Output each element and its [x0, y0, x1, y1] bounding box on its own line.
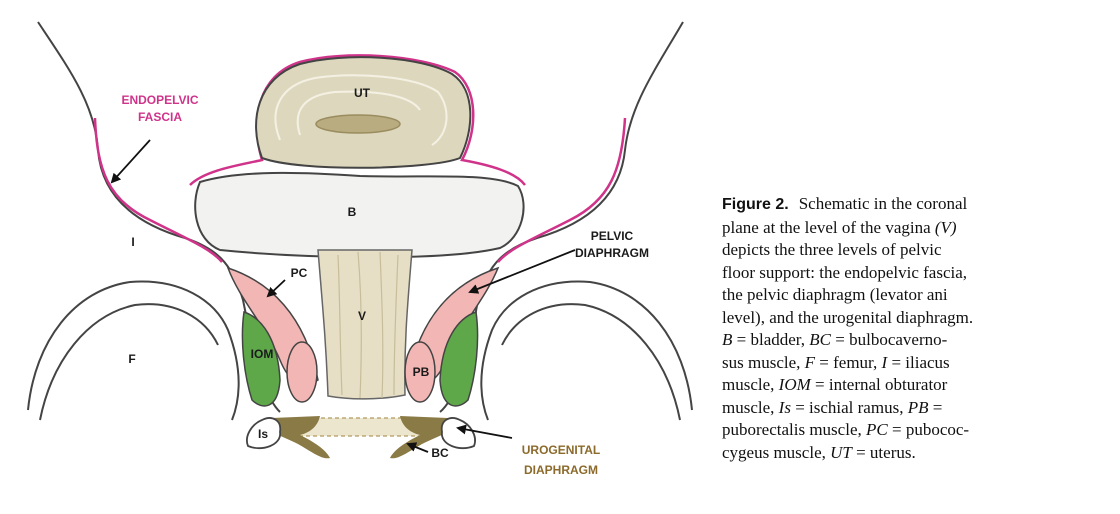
pc-arrow: [266, 279, 286, 298]
uterus-inner-1: [274, 74, 448, 146]
left-femur-inner: [39, 303, 219, 421]
figure-number: Figure 2.: [722, 196, 789, 213]
uterus-inner-2: [296, 90, 421, 136]
label-v: V: [358, 309, 366, 323]
label-iom: IOM: [251, 347, 274, 361]
left-femur: [27, 280, 240, 421]
label-f: F: [128, 352, 135, 366]
urogenital-membrane: [299, 417, 423, 437]
abbr-i: I: [881, 352, 888, 372]
abbr-bc-text: = bulbocaverno-: [831, 330, 948, 349]
obturator-right: [439, 311, 479, 407]
abbr-iom: IOM: [778, 375, 811, 394]
caption-line-4: floor support: the endopelvic fascia,: [722, 262, 968, 282]
bladder: [194, 171, 525, 259]
puborectalis-right: [404, 341, 436, 403]
abbr-is-text: = ischial ramus,: [790, 397, 908, 417]
abbr-pc: PC: [866, 420, 888, 439]
label-is: Is: [258, 427, 268, 441]
caption-line-1: Schematic in the coronal: [798, 194, 968, 213]
abbr-b: B: [722, 330, 733, 349]
abbr-pb-text-2: puborectalis muscle,: [722, 420, 866, 439]
abbr-bc: BC: [809, 330, 832, 349]
abbr-pc-text: = pubococ-: [887, 420, 970, 439]
uterus: [255, 56, 472, 169]
endopelvic-arrow: [110, 139, 151, 184]
abbr-b-text: = bladder,: [732, 330, 810, 349]
caption-line-6: level), and the urogenital diaphragm.: [722, 307, 974, 327]
puborectalis-left: [286, 341, 318, 403]
abbr-ut-text: = uterus.: [851, 442, 916, 462]
label-pc: PC: [291, 266, 308, 280]
abbr-pb-text: =: [928, 397, 943, 417]
caption-line-3: depicts the three levels of pelvic: [722, 240, 942, 259]
pelvic-floor-diagram: ENDOPELVIC FASCIA UT B I F PC V IOM PB I…: [27, 21, 693, 477]
abbr-f: F: [804, 352, 816, 372]
label-urogenital-1: UROGENITAL: [522, 443, 600, 457]
abbr-is: Is: [778, 397, 791, 417]
urogenital-right: [390, 416, 448, 459]
caption-line-2: plane at the level of the vagina: [722, 217, 935, 237]
uterus-cavity: [315, 114, 401, 134]
label-b: B: [348, 205, 357, 219]
endopelvic-fascia-top: [189, 54, 526, 186]
abbr-f-text: = femur,: [815, 352, 882, 372]
abbr-iom-text: = internal obturator: [810, 375, 948, 394]
abbr-bc-text-2: sus muscle,: [722, 352, 805, 372]
right-femur: [480, 280, 693, 421]
abbr-ut: UT: [830, 442, 852, 462]
right-femur-inner: [501, 303, 681, 421]
pelvic-diaphragm-arrow: [468, 249, 576, 294]
abbr-pb: PB: [907, 397, 929, 417]
ischial-ramus-left: [246, 417, 282, 450]
urogenital-arrow: [456, 424, 513, 439]
figure-caption: Figure 2. Schematic in the coronal plane …: [722, 193, 1102, 464]
caption-v: (V): [934, 217, 957, 237]
label-i: I: [131, 235, 134, 249]
abbr-i-text: = iliacus: [887, 352, 950, 372]
label-endopelvic-2: FASCIA: [138, 110, 182, 124]
label-pelvic-1: PELVIC: [591, 229, 634, 243]
label-pelvic-2: DIAPHRAGM: [575, 246, 649, 260]
urogenital-left: [272, 416, 330, 459]
endopelvic-fascia-right: [497, 117, 627, 263]
abbr-pc-text-2: cygeus muscle,: [722, 442, 831, 462]
vagina-folds: [337, 251, 399, 399]
obturator-left: [241, 311, 281, 407]
endopelvic-fascia-left: [93, 117, 223, 263]
label-ut: UT: [354, 86, 371, 100]
label-bc: BC: [431, 446, 449, 460]
abbr-iom-text-2: muscle,: [722, 397, 779, 417]
label-endopelvic-1: ENDOPELVIC: [121, 93, 198, 107]
abbr-i-text-2: muscle,: [722, 375, 779, 394]
ischial-ramus-right: [440, 417, 476, 450]
label-urogenital-2: DIAPHRAGM: [524, 463, 598, 477]
caption-line-5: the pelvic diaphragm (levator ani: [722, 285, 948, 304]
label-pb: PB: [413, 365, 430, 379]
vagina: [317, 249, 413, 400]
bc-arrow: [406, 442, 429, 453]
